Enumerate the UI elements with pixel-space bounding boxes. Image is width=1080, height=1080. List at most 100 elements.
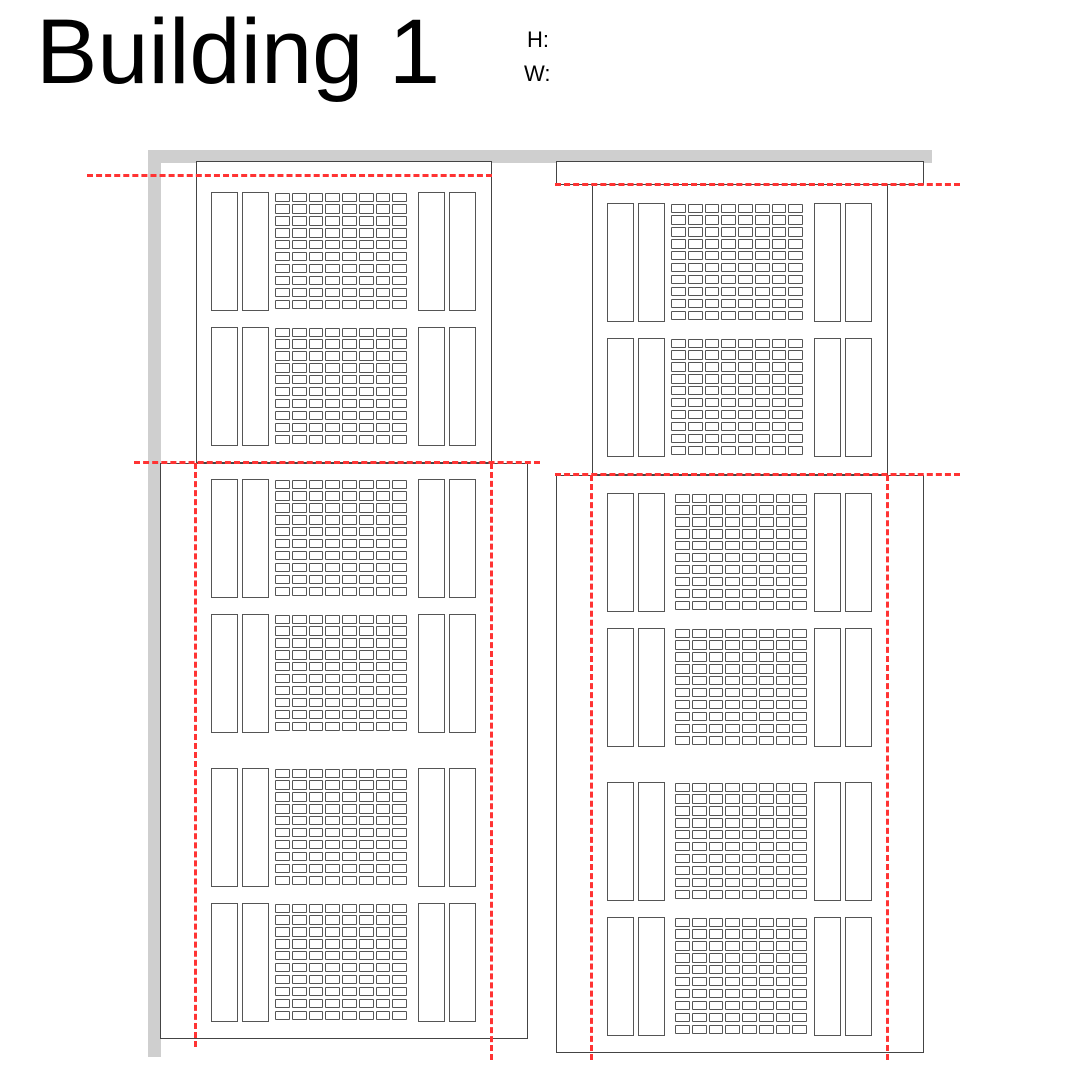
window-cell	[675, 652, 690, 662]
window-cell	[358, 650, 374, 660]
window-cell	[275, 586, 290, 596]
window-cell	[375, 491, 391, 501]
window-cell	[708, 953, 724, 963]
window-cell	[738, 409, 753, 420]
window-cell	[671, 421, 686, 432]
window-cell	[291, 216, 307, 226]
window-cell	[708, 1012, 724, 1023]
window-pillar	[449, 479, 476, 598]
window-cell	[675, 640, 690, 650]
window-cell	[308, 240, 324, 250]
window-cell	[691, 929, 707, 939]
window-cell	[671, 263, 686, 273]
window-cell	[754, 421, 770, 432]
window-cell	[375, 339, 391, 349]
window-cell	[308, 434, 324, 444]
window-cell	[325, 863, 340, 874]
window-cell	[275, 527, 290, 537]
window-cell	[291, 875, 307, 885]
window-cell	[738, 227, 753, 237]
window-cell	[775, 640, 791, 650]
window-cell	[792, 1012, 807, 1023]
window-cell	[725, 929, 740, 939]
window-cell	[704, 263, 720, 273]
window-cell	[758, 1012, 774, 1023]
window-cell	[358, 550, 374, 561]
window-cell	[375, 863, 391, 874]
window-cell	[291, 804, 307, 814]
window-cell	[725, 588, 740, 599]
window-cell	[342, 503, 357, 513]
window-cell	[275, 491, 290, 501]
window-cell	[792, 941, 807, 951]
window-cell	[725, 1000, 740, 1011]
window-cell	[291, 275, 307, 286]
window-cell	[291, 951, 307, 961]
window-cell	[275, 363, 290, 373]
window-cell	[675, 794, 690, 804]
window-cell	[291, 939, 307, 949]
window-cell	[275, 410, 290, 421]
window-cell	[275, 562, 290, 573]
window-cell	[708, 842, 724, 852]
window-cell	[392, 539, 407, 549]
window-cell	[792, 493, 807, 503]
window-cell	[691, 505, 707, 515]
window-cell	[675, 628, 690, 638]
window-cell	[392, 662, 407, 672]
window-cell	[308, 422, 324, 433]
window-cell	[275, 939, 290, 949]
window-cell	[792, 699, 807, 710]
window-cell	[275, 550, 290, 561]
window-cell	[721, 445, 736, 455]
window-cell	[771, 298, 787, 309]
window-cell	[742, 699, 757, 710]
window-cell	[325, 1010, 340, 1020]
window-cell	[725, 865, 740, 876]
window-cell	[738, 263, 753, 273]
window-cell	[788, 445, 803, 455]
window-cell	[754, 338, 770, 348]
window-cell	[708, 818, 724, 828]
window-cell	[342, 515, 357, 525]
window-cell	[342, 410, 357, 421]
window-cell	[675, 1000, 690, 1011]
window-cell	[742, 988, 757, 999]
window-cell	[671, 362, 686, 372]
window-cell	[358, 662, 374, 672]
window-cell	[358, 998, 374, 1009]
window-cell	[325, 674, 340, 684]
window-cell	[275, 479, 290, 489]
window-cell	[308, 299, 324, 309]
guide-line-horizontal	[134, 461, 540, 464]
window-cell	[788, 409, 803, 420]
window-cell	[742, 735, 757, 745]
window-cell	[775, 541, 791, 551]
window-cell	[308, 574, 324, 585]
window-cell	[308, 363, 324, 373]
window-cell	[708, 676, 724, 686]
window-cell	[742, 877, 757, 888]
window-pillar	[638, 203, 665, 322]
window-cell	[691, 830, 707, 840]
window-cell	[691, 988, 707, 999]
window-cell	[792, 917, 807, 927]
window-cell	[375, 816, 391, 826]
window-cell	[392, 697, 407, 708]
window-cell	[275, 674, 290, 684]
window-cell	[725, 794, 740, 804]
window-cell	[275, 951, 290, 961]
window-cell	[291, 816, 307, 826]
window-cell	[758, 664, 774, 674]
window-cell	[704, 386, 720, 396]
window-cell	[675, 806, 690, 816]
window-cell	[725, 600, 740, 610]
window-cell	[675, 517, 690, 527]
window-cell	[788, 251, 803, 261]
window-cell	[792, 588, 807, 599]
window-cell	[775, 600, 791, 610]
window-cell	[375, 662, 391, 672]
window-cell	[308, 515, 324, 525]
window-cell	[775, 794, 791, 804]
window-cell	[358, 614, 374, 624]
